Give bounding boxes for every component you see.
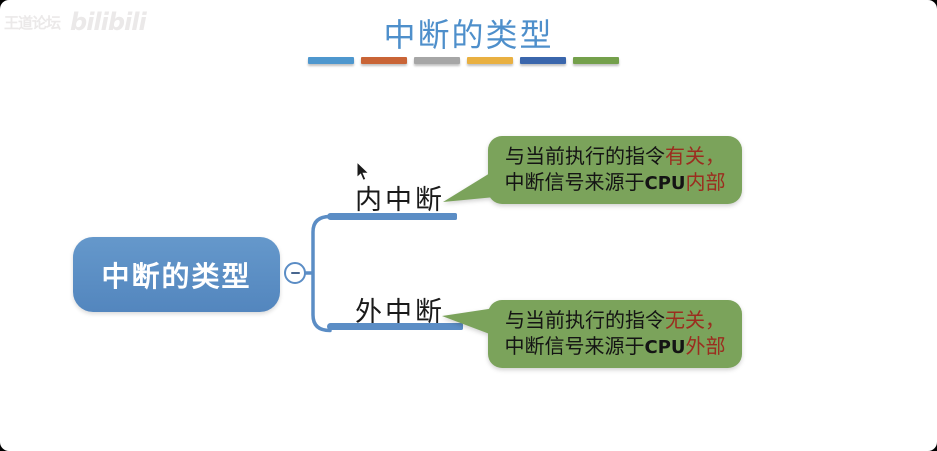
branch-label-internal-interrupt[interactable]: 内中断 [355, 185, 445, 215]
mouse-cursor-icon [356, 161, 370, 181]
cpu-text: CPU [644, 336, 686, 358]
page-title: 中断的类型 [383, 17, 554, 53]
callout-text: 与当前执行的指令 [505, 145, 665, 168]
collapse-branches-button[interactable] [284, 262, 306, 284]
callout-tail [443, 170, 495, 202]
callout-external-interrupt: 与当前执行的指令无关， 中断信号来源于CPU外部 [440, 300, 742, 370]
callout-text: 与当前执行的指令 [505, 309, 665, 332]
bilibili-logo-icon: bilibili [70, 8, 147, 36]
callout-line-2: 中断信号来源于CPU外部 [504, 334, 725, 361]
callout-highlight-text: 外部 [685, 335, 726, 358]
divider-dash [361, 57, 407, 64]
watermark-channel-label: 王道论坛 [4, 14, 61, 32]
divider-dash [573, 57, 619, 64]
callout-line-1: 与当前执行的指令无关， [505, 308, 725, 334]
title-divider [308, 57, 619, 64]
callout-text: 中断信号来源于 [504, 335, 645, 358]
watermark: 王道论坛 bilibili [4, 8, 147, 36]
divider-dash [467, 57, 513, 64]
callout-line-2: 中断信号来源于CPU内部 [504, 170, 725, 197]
callout-internal-interrupt: 与当前执行的指令有关， 中断信号来源于CPU内部 [440, 136, 742, 206]
root-node-label: 中断的类型 [101, 260, 252, 292]
callout-highlight-text: 无关， [665, 309, 725, 332]
divider-dash [308, 57, 354, 64]
callout-bubble: 与当前执行的指令无关， 中断信号来源于CPU外部 [488, 300, 742, 368]
divider-dash [414, 57, 460, 64]
callout-text: 中断信号来源于 [504, 171, 645, 194]
cpu-text: CPU [644, 172, 686, 194]
callout-tail [442, 308, 495, 336]
callout-line-1: 与当前执行的指令有关， [505, 144, 725, 170]
branch-line-external [327, 323, 463, 330]
divider-dash [520, 57, 566, 64]
callout-highlight-text: 内部 [685, 171, 726, 194]
mindmap-root-node[interactable]: 中断的类型 [73, 237, 280, 312]
bracket-line [304, 214, 332, 333]
branch-line-internal [327, 213, 457, 220]
callout-highlight-text: 有关， [665, 145, 725, 168]
callout-bubble: 与当前执行的指令有关， 中断信号来源于CPU内部 [488, 136, 742, 204]
minus-icon [290, 271, 300, 275]
branch-label-external-interrupt[interactable]: 外中断 [355, 297, 445, 327]
